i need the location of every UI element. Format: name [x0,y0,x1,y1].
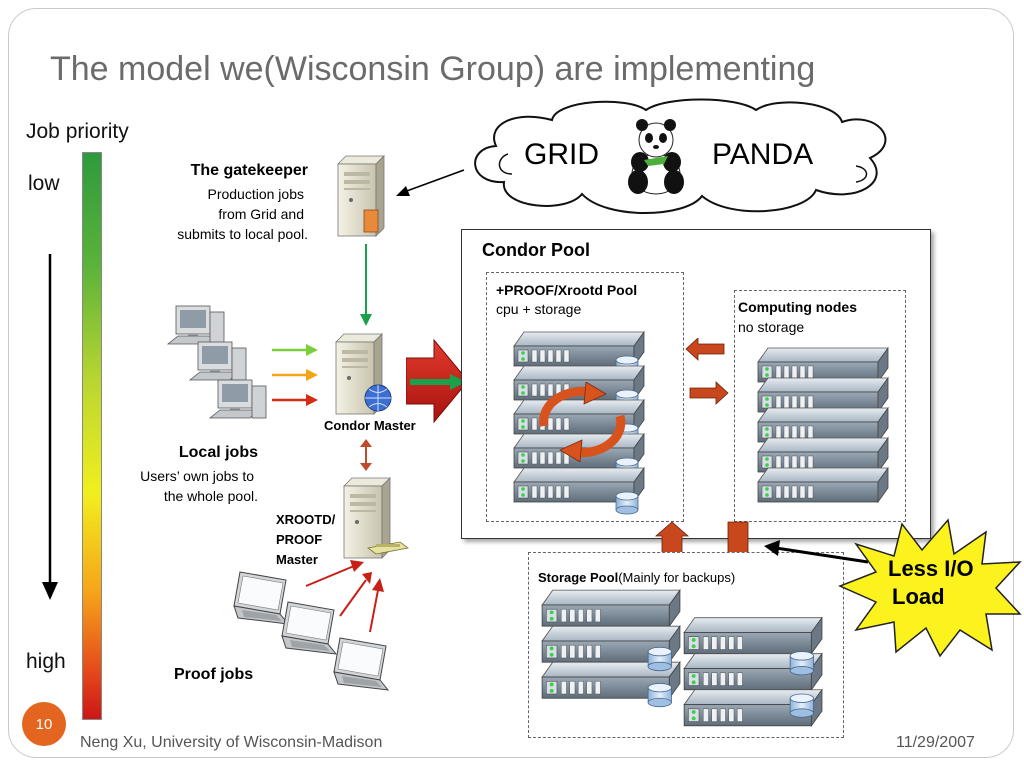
cloud-panda-label: PANDA [712,138,814,171]
condor-to-pool-block-arrow [406,338,469,424]
storage-pool-racks [541,589,823,727]
slide-title: The model we(Wisconsin Group) are implem… [50,50,816,88]
computing-nodes-rack-stack [757,347,889,503]
priority-gradient-bar [82,152,102,720]
gatekeeper-server-icon [337,155,385,237]
page-number-badge: 10 [22,702,66,746]
cloud-to-gatekeeper-arrow [396,169,465,196]
proof-pool-subtitle: cpu + storage [496,301,582,317]
priority-low-label: low [28,172,60,195]
gatekeeper-to-condor-arrow [360,244,372,326]
xrootd-master-line-2: PROOF [276,532,323,547]
priority-high-label: high [26,650,66,673]
condor-pool-title: Condor Pool [482,240,590,260]
proof-jobs-arrows [305,560,384,633]
proof-jobs-label: Proof jobs [174,666,254,683]
proof-pool-title: +PROOF/Xrootd Pool [496,282,638,298]
condor-master-label: Condor Master [324,418,416,433]
less-io-pointer-arrow [764,540,869,564]
local-jobs-line-2: the whole pool. [163,488,258,504]
gatekeeper-title: The gatekeeper [190,162,308,179]
footer-date: 11/29/2007 [896,734,975,751]
local-jobs-priority-arrows [272,344,318,406]
storage-pool-heading: Storage Pool(Mainly for backups) [538,570,735,585]
priority-direction-arrow [42,254,58,600]
computing-nodes-subtitle: no storage [738,319,805,335]
panda-icon [628,119,684,195]
footer-author: Neng Xu, University of Wisconsin-Madison [80,734,383,751]
priority-axis-title: Job priority [26,120,129,143]
pool-exchange-arrows [685,338,729,405]
local-jobs-line-1: Users’ own jobs to [140,468,254,484]
xrootd-master-line-1: XROOTD/ [276,512,336,527]
xrootd-master-line-3: Master [276,552,318,567]
storage-pool-note: (Mainly for backups) [618,570,736,585]
computing-nodes-title: Computing nodes [738,299,857,315]
cloud-grid-label: GRID [524,138,599,171]
condor-xrootd-link-arrow [360,439,372,471]
local-desktops-icon [167,305,267,419]
local-jobs-title: Local jobs [178,444,258,461]
slide-frame [8,8,1014,758]
proof-cycle-arrows-icon [539,382,626,462]
grid-panda-cloud [474,98,887,214]
condor-master-server-icon [335,333,392,415]
gatekeeper-line-2: from Grid and [218,206,304,222]
gatekeeper-line-1: Production jobs [207,186,304,202]
gatekeeper-line-3: submits to local pool. [177,226,308,242]
xrootd-master-server-icon [343,477,409,559]
storage-pool-title: Storage Pool [538,570,619,585]
less-io-text-line-2: Load [892,584,945,609]
less-io-text-line-1: Less I/O [888,556,974,581]
less-io-burst [838,518,1022,658]
